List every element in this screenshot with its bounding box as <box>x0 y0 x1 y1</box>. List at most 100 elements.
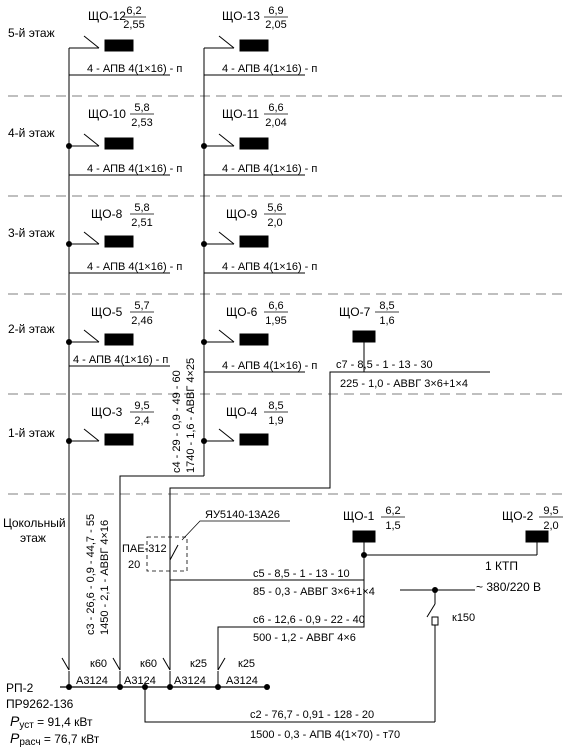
panel-current: 2,04 <box>265 117 286 129</box>
panel-shcho-3 <box>69 428 134 446</box>
floor-label-4: 4-й этаж <box>8 126 55 140</box>
panel-shcho-13 <box>204 35 305 76</box>
basement-label-line2: этаж <box>20 531 46 545</box>
p-ust-sub: уст <box>19 720 34 731</box>
panel-power: 9,5 <box>543 505 558 517</box>
panel-shcho-2-box <box>525 530 549 543</box>
panel-power: 6,2 <box>126 5 141 17</box>
panel-shcho-12 <box>69 35 170 76</box>
junction-dot <box>201 241 207 247</box>
cable-label: 4 - АПВ 4(1×16) - п <box>222 360 317 372</box>
floor-label-2: 2-й этаж <box>8 322 55 336</box>
cable-label: 4 - АПВ 4(1×16) - п <box>222 63 317 75</box>
panel-shcho-1-box <box>352 530 376 543</box>
floor-label-3: 3-й этаж <box>8 226 55 240</box>
breaker-type-label: А3124 <box>226 675 258 687</box>
panel-power: 5,6 <box>267 202 282 214</box>
panel-name: ЩО-12 <box>88 9 126 23</box>
panel-current: 2,0 <box>267 217 282 229</box>
ktp-section <box>144 589 475 723</box>
panel-current: 2,0 <box>543 520 558 532</box>
rp-name: РП-2 <box>6 681 34 695</box>
panel-name: ЩО-11 <box>222 107 259 121</box>
panel-power: 6,2 <box>385 505 400 517</box>
junction-dot <box>66 438 72 444</box>
p-rasch-symbol: Р <box>10 730 20 746</box>
panel-shcho-5 <box>69 329 170 367</box>
floor-separators <box>8 95 566 495</box>
risers <box>68 48 205 660</box>
feeders-c5-c6 <box>170 530 549 660</box>
panel-power: 9,5 <box>134 400 149 412</box>
panel-current: 2,51 <box>131 217 152 229</box>
floor-panels <box>69 35 305 446</box>
panel-shcho-10 <box>69 133 170 176</box>
junction-dot <box>66 339 72 345</box>
pae-label: ПАЕ-312 <box>122 543 167 555</box>
breaker-type-label: А3124 <box>124 675 156 687</box>
line-c7-cable: 225 - 1,0 - АВВГ 3×6+1×4 <box>340 378 468 390</box>
junction-dot <box>201 438 207 444</box>
rp-type: ПР9262-136 <box>6 697 74 711</box>
panel-power: 6,6 <box>268 102 283 114</box>
panel-power: 6,6 <box>268 300 283 312</box>
p-rasch-value: = 76,7 кВт <box>41 732 100 746</box>
panel-shcho-7-box <box>352 330 376 343</box>
p-ust-symbol: Р <box>10 713 20 729</box>
junction-dot <box>201 143 207 149</box>
panel-power: 8,5 <box>379 300 394 312</box>
line-c3-params: с3 - 26,6 - 0,9 - 44,7 - 55 <box>85 514 97 635</box>
panel-current: 2,46 <box>131 315 152 327</box>
junction-dot <box>66 143 72 149</box>
panel-shcho-4 <box>204 428 269 446</box>
pae-switch-box <box>146 520 290 580</box>
line-c6-cable: 500 - 1,2 - АВВГ 4×6 <box>253 632 356 644</box>
ktp-voltage: ~ 380/220 В <box>476 580 541 594</box>
line-c5-cable: 85 - 0,3 - АВВГ 3×6+1×4 <box>253 586 375 598</box>
panel-name: ЩО-13 <box>222 9 260 23</box>
p-ust-line: Руст = 91,4 кВт <box>10 713 93 731</box>
cable-label: 4 - АПВ 4(1×16) - п <box>222 163 317 175</box>
line-c2-cable: 1500 - 0,3 - АПВ 4(1×70) - т70 <box>250 729 400 741</box>
panel-name: ЩО-6 <box>226 305 258 319</box>
floor-label-5: 5-й этаж <box>8 26 55 40</box>
panel-name: ЩО-5 <box>91 305 123 319</box>
junction-dot <box>66 241 72 247</box>
line-c4-params: с4 - 29 - 0,9 - 49 - 60 <box>171 370 183 473</box>
panel-current: 1,9 <box>268 415 283 427</box>
panel-power: 5,8 <box>134 202 149 214</box>
breaker-k3-label: к25 <box>190 658 207 670</box>
panel-power: 5,8 <box>134 102 149 114</box>
panel-current: 2,53 <box>131 117 152 129</box>
panel-shcho-8 <box>69 231 170 274</box>
floor-label-1: 1-й этаж <box>8 426 55 440</box>
panel-labels: ЩО-12 6,2 2,55 ЩО-13 6,9 2,05 ЩО-10 5,8 … <box>88 5 563 532</box>
breaker-type-label: А3124 <box>76 675 108 687</box>
line-c2-params: с2 - 76,7 - 0,91 - 128 - 20 <box>250 709 374 721</box>
rp2-breakers <box>60 657 267 688</box>
panel-name: ЩО-9 <box>226 207 258 221</box>
pae-value: 20 <box>128 559 140 571</box>
panel-power: 8,5 <box>268 400 283 412</box>
panel-current: 2,05 <box>265 19 286 31</box>
floor-cable-labels: 4 - АПВ 4(1×16) - п 4 - АПВ 4(1×16) - п … <box>73 63 317 372</box>
panel-power: 6,9 <box>268 5 283 17</box>
panel-name: ЩО-1 <box>343 509 375 523</box>
ktp-name: 1 КТП <box>485 559 518 573</box>
breaker-k2-label: к60 <box>140 658 157 670</box>
p-rasch-sub: расч <box>19 737 40 748</box>
junction-dot <box>201 339 207 345</box>
riser-right-feed <box>119 475 204 660</box>
cable-label: 4 - АПВ 4(1×16) - п <box>87 163 182 175</box>
panel-shcho-9 <box>204 231 305 274</box>
cable-label: 4 - АПВ 4(1×16) - п <box>87 63 182 75</box>
panel-current: 1,5 <box>385 520 400 532</box>
cable-label: 4 - АПВ 4(1×16) - п <box>87 261 182 273</box>
pae-dashed-box <box>146 536 188 572</box>
breaker-k4-label: к25 <box>238 658 255 670</box>
cable-label: 4 - АПВ 4(1×16) - п <box>222 261 317 273</box>
breaker-type-label: А3124 <box>174 675 206 687</box>
line-c7-params: с7 - 8,5 - 1 - 13 - 30 <box>336 359 433 371</box>
